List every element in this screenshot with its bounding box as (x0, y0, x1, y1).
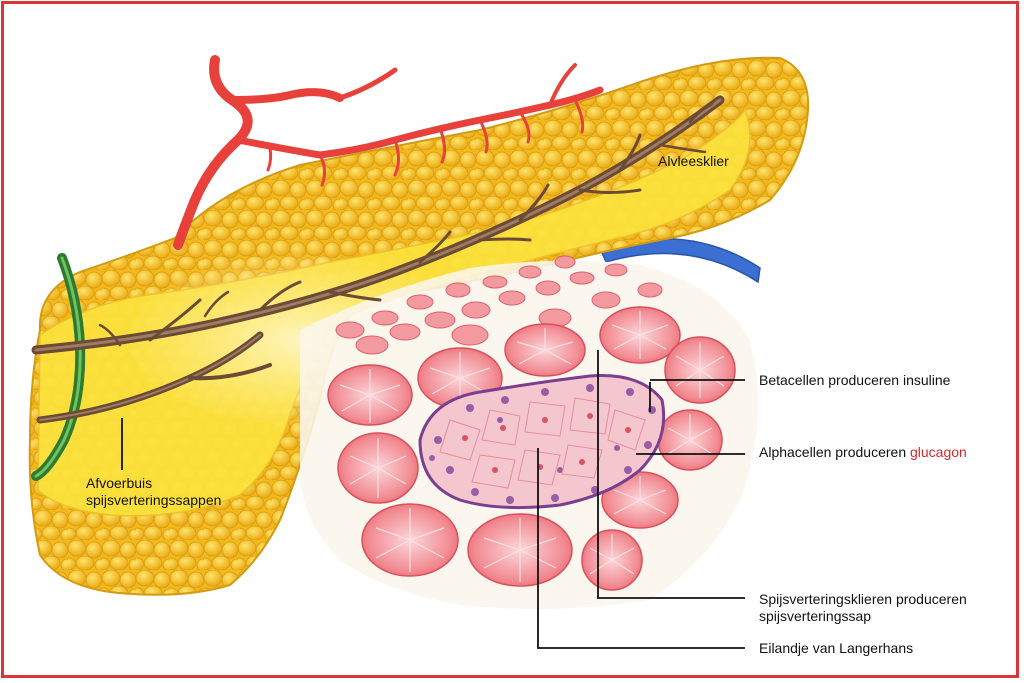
leader-lines (121, 350, 745, 649)
label-alpha-prefix: Alphacellen produceren (759, 444, 910, 460)
label-alpha-hormone: glucagon (910, 444, 967, 460)
label-beta-cells: Betacellen produceren insuline (759, 372, 951, 388)
label-islet: Eilandje van Langerhans (759, 640, 914, 656)
label-pancreas: Alvleesklier (658, 153, 729, 169)
islet-of-langerhans (418, 374, 666, 510)
acinus-cell-lines (339, 311, 725, 582)
leader-beta (649, 379, 745, 412)
label-alpha-cells: Alphacellen produceren glucagon (759, 444, 967, 461)
label-digestive-line1: Spijsverteringsklieren produceren (759, 591, 967, 607)
artery (173, 55, 604, 250)
small-acini (335, 255, 663, 355)
label-duct-line1: Afvoerbuis (86, 475, 153, 491)
label-digestive-line2: spijsverteringssap (759, 608, 872, 624)
leader-islet (537, 448, 745, 649)
leader-digestive (597, 350, 745, 599)
label-duct: Afvoerbuis spijsverteringssappen (86, 475, 221, 509)
label-digestive-glands: Spijsverteringsklieren produceren spijsv… (759, 591, 967, 625)
label-duct-line2: spijsverteringssappen (86, 492, 222, 508)
pancreatic-duct (31, 95, 725, 424)
